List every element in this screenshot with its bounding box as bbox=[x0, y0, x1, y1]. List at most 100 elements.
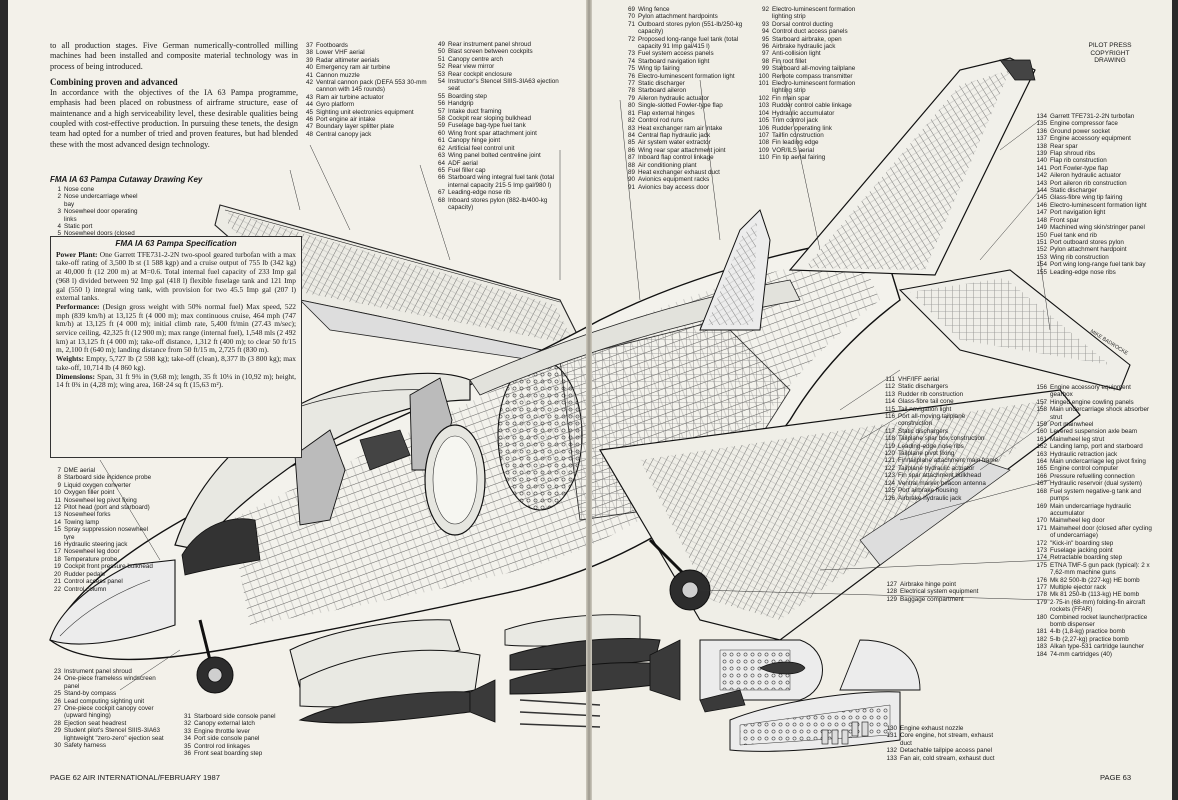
key-number: 146 bbox=[1036, 201, 1047, 209]
key-number: 50 bbox=[437, 48, 445, 56]
key-number: 121 bbox=[884, 457, 895, 465]
key-label: Instructor's Stencel SIIIS-3IA63 ejectio… bbox=[448, 78, 559, 93]
key-number: 145 bbox=[1036, 194, 1047, 202]
key-label: Engine accessory equipment gearbox bbox=[1050, 384, 1131, 399]
key-label: Control rod linkages bbox=[194, 742, 251, 750]
key-number: 30 bbox=[53, 742, 61, 750]
key-number: 78 bbox=[627, 87, 635, 95]
key-label: Rear instrument panel shroud bbox=[448, 41, 531, 48]
key-number: 49 bbox=[437, 41, 445, 48]
key-label: Wing fence bbox=[638, 6, 670, 13]
key-number: 147 bbox=[1036, 209, 1047, 217]
key-label: Pitot head (port and starboard) bbox=[64, 504, 150, 512]
key-number: 21 bbox=[53, 578, 61, 586]
key-label: Levered suspension axle beam bbox=[1050, 428, 1138, 436]
key-number: 109 bbox=[758, 146, 769, 154]
key-number: 129 bbox=[886, 595, 897, 603]
key-number: 36 bbox=[183, 750, 191, 758]
key-label: 4-lb (1,8-kg) practice bomb bbox=[1050, 628, 1126, 636]
key-label: Engine throttle lever bbox=[194, 727, 251, 735]
key-number: 178 bbox=[1036, 591, 1047, 599]
key-number: 66 bbox=[437, 174, 445, 182]
key-number: 171 bbox=[1036, 524, 1047, 532]
key-label: Gyro platform bbox=[316, 101, 355, 109]
key-label: Trim control jack bbox=[772, 117, 818, 125]
key-label: Mainwheel leg strut bbox=[1050, 435, 1105, 443]
key-label: Fan air, cold stream, exhaust duct bbox=[900, 754, 995, 762]
key-label: Boundary layer splitter plate bbox=[316, 123, 395, 131]
key-label: Control access panel bbox=[64, 578, 123, 586]
key-number: 164 bbox=[1036, 458, 1047, 466]
key-number: 141 bbox=[1036, 164, 1047, 172]
key-label: Artificial feel control unit bbox=[448, 144, 515, 152]
key-number: 80 bbox=[627, 102, 635, 110]
key-number: 29 bbox=[53, 727, 61, 735]
key-number: 18 bbox=[53, 555, 61, 563]
key-label: Alkan type-531 cartridge launcher bbox=[1050, 643, 1145, 651]
key-number: 175 bbox=[1036, 561, 1047, 569]
key-number: 9 bbox=[57, 481, 61, 489]
key-label: Fin/tailplane attachment main frame bbox=[898, 457, 999, 465]
key-label: Wing rear spar attachment joint bbox=[638, 146, 726, 154]
key-number: 115 bbox=[884, 405, 895, 413]
key-number: 7 bbox=[57, 467, 61, 474]
key-number: 111 bbox=[885, 376, 895, 383]
key-label: Electro-luminescent formation light bbox=[638, 72, 735, 80]
key-label: Static dischargers bbox=[898, 383, 949, 391]
key-label: Tail navigation light bbox=[898, 405, 952, 413]
key-label: Airbrake hydraulic jack bbox=[898, 494, 962, 502]
key-label: Main undercarriage hydraulic accumulator bbox=[1050, 502, 1132, 517]
key-label: Ventral cannon pack (DEFA 553 30-mm cann… bbox=[316, 79, 427, 94]
key-number: 184 bbox=[1036, 650, 1047, 658]
key-label: Ventral marker beacon antenna bbox=[898, 479, 986, 487]
key-number: 166 bbox=[1036, 472, 1047, 480]
key-number: 179 bbox=[1036, 598, 1047, 606]
key-label: Multiple ejector rack bbox=[1050, 583, 1106, 591]
leader-lines bbox=[99, 59, 1051, 691]
key-label: One-piece frameless windscreen panel bbox=[64, 675, 156, 690]
key-label: Canopy hinge joint bbox=[448, 137, 501, 145]
fuselage bbox=[49, 234, 901, 661]
key-label: Intake duct framing bbox=[448, 107, 502, 115]
key-number: 150 bbox=[1036, 231, 1047, 239]
key-number: 93 bbox=[761, 20, 769, 28]
key-label: Detachable tailpipe access panel bbox=[900, 747, 993, 755]
key-number: 173 bbox=[1036, 546, 1047, 554]
key-label: 74-mm cartridges (40) bbox=[1050, 650, 1112, 658]
